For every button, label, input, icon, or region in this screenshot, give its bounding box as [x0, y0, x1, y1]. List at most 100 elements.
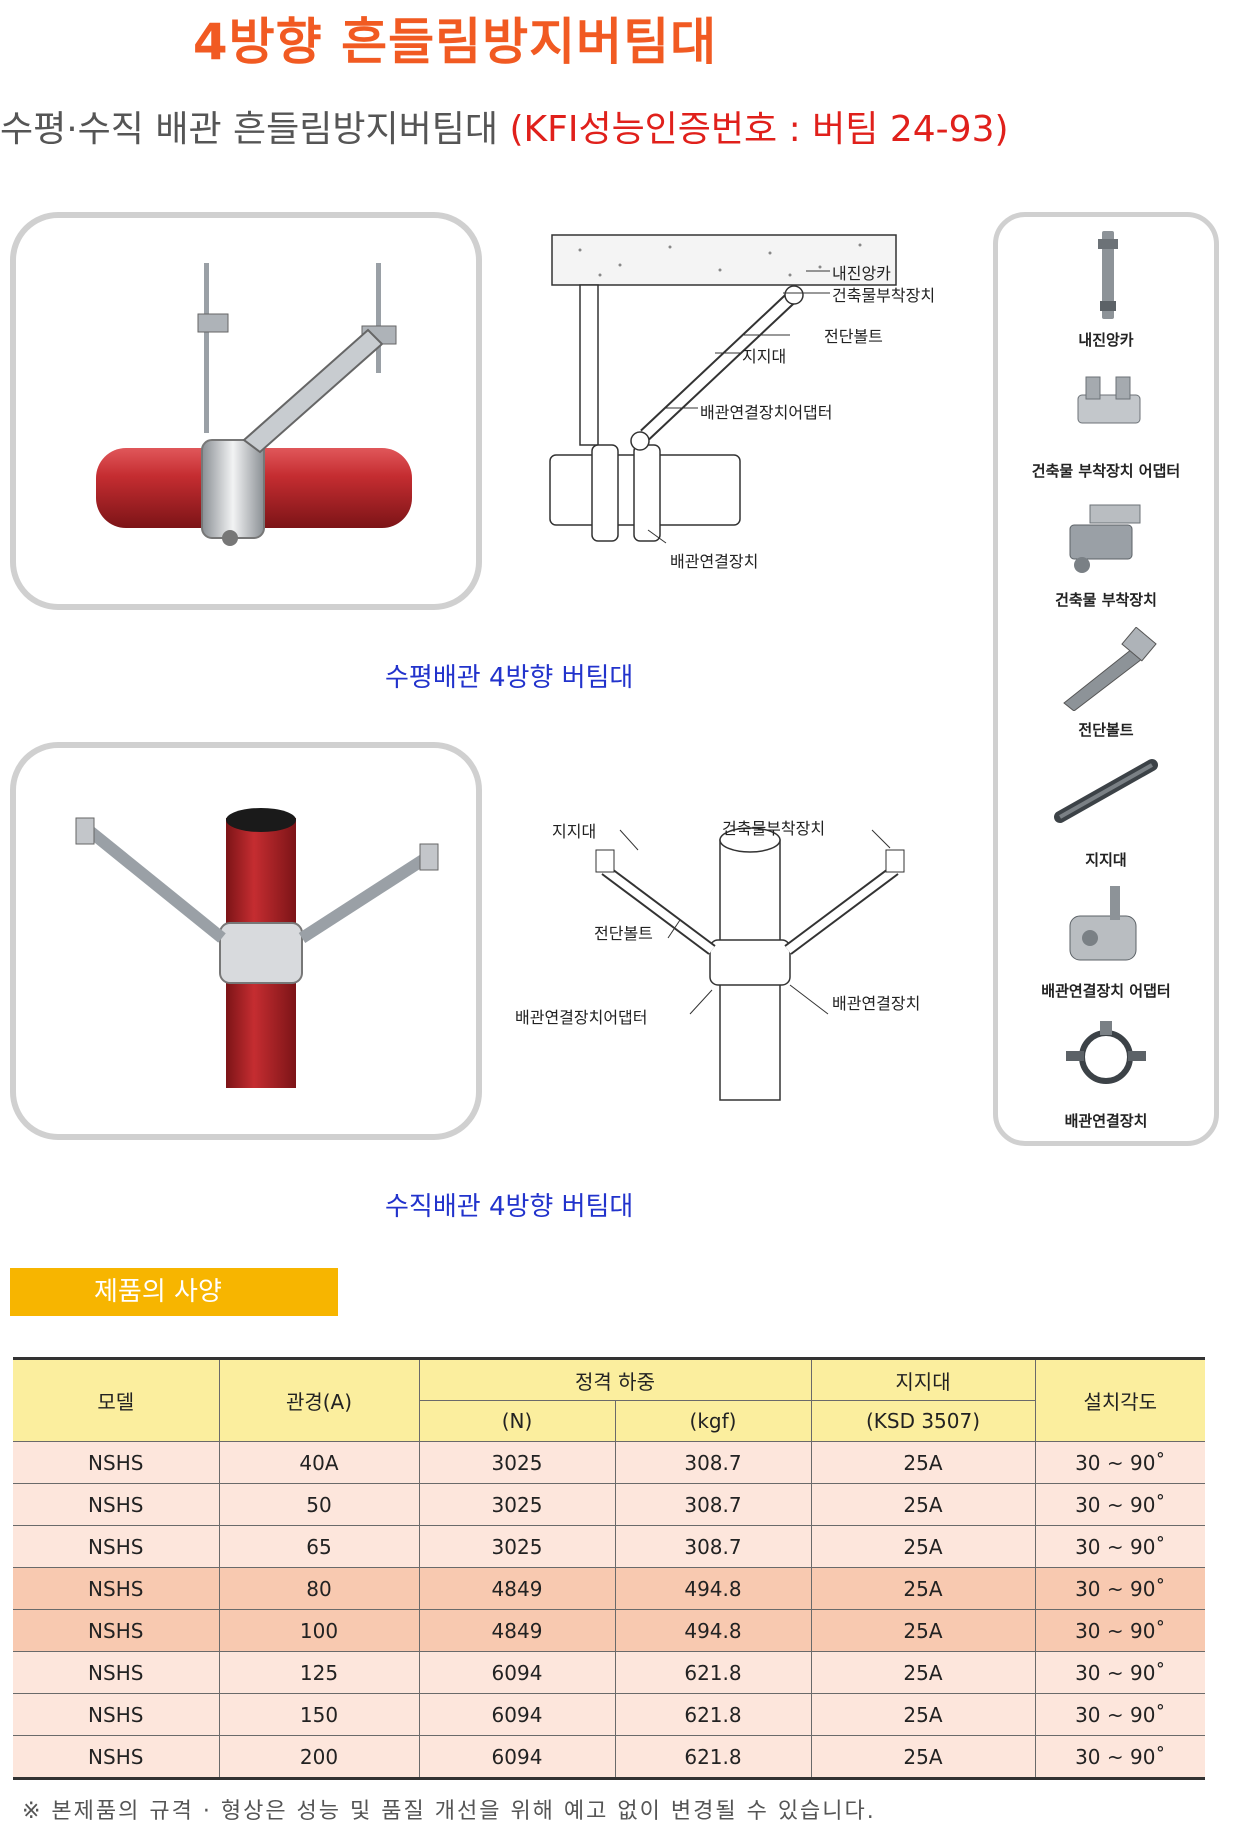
- subtitle-main: 수평·수직 배관 흔들림방지버팀대: [0, 109, 510, 150]
- table-cell: 25A: [810, 1735, 1036, 1780]
- table-cell: 4849: [418, 1609, 616, 1652]
- shear-bolt-icon: [1063, 627, 1157, 711]
- part-label-shear-bolt: 전단볼트: [1078, 721, 1134, 739]
- table-cell: 80: [218, 1567, 420, 1610]
- label-pipe-connector: 배관연결장치: [670, 552, 759, 571]
- table-cell: 30 ~ 90˚: [1034, 1525, 1205, 1568]
- table-cell: 150: [218, 1693, 420, 1736]
- v-label-pipe-connector: 배관연결장치: [832, 994, 921, 1013]
- table-cell: 494.8: [614, 1567, 812, 1610]
- table-cell: 621.8: [614, 1651, 812, 1694]
- col-diameter: 관경(A): [218, 1357, 420, 1442]
- page-title: 4방향 흔들림방지버팀대: [192, 13, 718, 71]
- table-cell: 25A: [810, 1693, 1036, 1736]
- v-label-shear-bolt: 전단볼트: [594, 924, 653, 943]
- spec-section-header: 제품의 사양: [10, 1268, 338, 1316]
- col-load-n: (N): [419, 1400, 616, 1442]
- table-cell: 30 ~ 90˚: [1034, 1609, 1205, 1652]
- col-brace: 지지대: [810, 1357, 1036, 1401]
- part-label-attachment-device: 건축물 부착장치: [1055, 591, 1157, 609]
- table-cell: NSHS: [13, 1651, 220, 1694]
- vertical-caption: 수직배관 4방향 버팀대: [385, 1192, 634, 1222]
- brace-rod-icon: [1054, 759, 1158, 823]
- attachment-device-icon: [1069, 504, 1141, 573]
- attachment-adapter-icon: [1077, 376, 1141, 424]
- part-label-brace: 지지대: [1085, 851, 1127, 869]
- components-panel: 내진앙카 건축물 부착장치 어댑터 건축물 부착장치 전단볼트 지지대 배관연결…: [993, 212, 1219, 1146]
- table-cell: 25A: [810, 1441, 1036, 1484]
- label-attach-device: 건축물부착장치: [832, 286, 936, 305]
- table-cell: 30 ~ 90˚: [1034, 1441, 1205, 1484]
- table-cell: 100: [218, 1609, 420, 1652]
- table-cell: 494.8: [614, 1609, 812, 1652]
- table-cell: 25A: [810, 1567, 1036, 1610]
- horizontal-caption: 수평배관 4방향 버팀대: [385, 663, 634, 693]
- table-cell: 6094: [418, 1693, 616, 1736]
- horizontal-brace-illustration: [96, 263, 412, 546]
- page-subtitle: 수평·수직 배관 흔들림방지버팀대 (KFI성능인증번호 : 버팀 24-93): [0, 100, 1009, 152]
- table-cell: 30 ~ 90˚: [1034, 1483, 1205, 1526]
- table-cell: 4849: [418, 1567, 616, 1610]
- table-cell: 30 ~ 90˚: [1034, 1567, 1205, 1610]
- v-label-attach-device: 건축물부착장치: [722, 819, 826, 838]
- table-cell: 3025: [418, 1525, 616, 1568]
- table-cell: NSHS: [13, 1483, 220, 1526]
- table-cell: 25A: [810, 1525, 1036, 1568]
- col-rated-load: 정격 하중: [418, 1357, 812, 1401]
- table-cell: 65: [218, 1525, 420, 1568]
- footnote: ※ 본제품의 규격 · 형상은 성능 및 품질 개선을 위해 예고 없이 변경될…: [22, 1799, 876, 1824]
- part-label-attachment-adapter: 건축물 부착장치 어댑터: [1031, 462, 1181, 480]
- table-cell: NSHS: [13, 1609, 220, 1652]
- table-cell: NSHS: [13, 1525, 220, 1568]
- table-cell: 30 ~ 90˚: [1034, 1651, 1205, 1694]
- anchor-bolt-icon: [1098, 231, 1118, 319]
- table-cell: 25A: [810, 1609, 1036, 1652]
- spec-table: 모델 관경(A) 정격 하중 지지대 설치각도 (N) (kgf) (KSD 3…: [13, 1357, 1205, 1780]
- vertical-brace-diagram: [595, 827, 905, 1101]
- v-label-pipe-adapter: 배관연결장치어댑터: [515, 1008, 648, 1027]
- table-cell: NSHS: [13, 1567, 220, 1610]
- table-cell: NSHS: [13, 1693, 220, 1736]
- horizontal-brace-diagram: [549, 234, 897, 544]
- table-cell: 308.7: [614, 1525, 812, 1568]
- table-cell: 6094: [418, 1651, 616, 1694]
- table-cell: 621.8: [614, 1693, 812, 1736]
- table-cell: 25A: [810, 1483, 1036, 1526]
- certification-number: (KFI성능인증번호 : 버팀 24-93): [509, 109, 1009, 150]
- vertical-brace-illustration: [75, 808, 439, 1088]
- table-cell: 621.8: [614, 1735, 812, 1780]
- table-cell: NSHS: [13, 1441, 220, 1484]
- v-label-brace: 지지대: [552, 822, 597, 841]
- col-brace-ksd: (KSD 3507): [810, 1400, 1035, 1442]
- label-pipe-adapter: 배관연결장치어댑터: [700, 403, 833, 422]
- table-cell: 40A: [218, 1441, 420, 1484]
- vertical-brace-photo: [10, 742, 482, 1140]
- table-cell: 25A: [810, 1651, 1036, 1694]
- table-cell: 308.7: [614, 1483, 812, 1526]
- table-cell: 3025: [418, 1441, 616, 1484]
- horizontal-brace-photo: [10, 212, 482, 610]
- table-cell: 3025: [418, 1483, 616, 1526]
- table-cell: 30 ~ 90˚: [1034, 1735, 1205, 1780]
- table-cell: 50: [218, 1483, 420, 1526]
- part-label-pipe-adapter: 배관연결장치 어댑터: [1041, 982, 1171, 1000]
- table-cell: 30 ~ 90˚: [1034, 1693, 1205, 1736]
- part-label-anchor: 내진앙카: [1078, 331, 1134, 349]
- label-brace: 지지대: [742, 347, 787, 366]
- table-cell: 200: [218, 1735, 420, 1780]
- table-cell: NSHS: [13, 1735, 220, 1780]
- pipe-clamp-icon: [1066, 1021, 1146, 1084]
- part-label-pipe-clamp: 배관연결장치: [1064, 1112, 1148, 1130]
- col-angle: 설치각도: [1034, 1357, 1205, 1442]
- table-cell: 125: [218, 1651, 420, 1694]
- col-model: 모델: [13, 1357, 220, 1442]
- col-load-kgf: (kgf): [614, 1400, 812, 1442]
